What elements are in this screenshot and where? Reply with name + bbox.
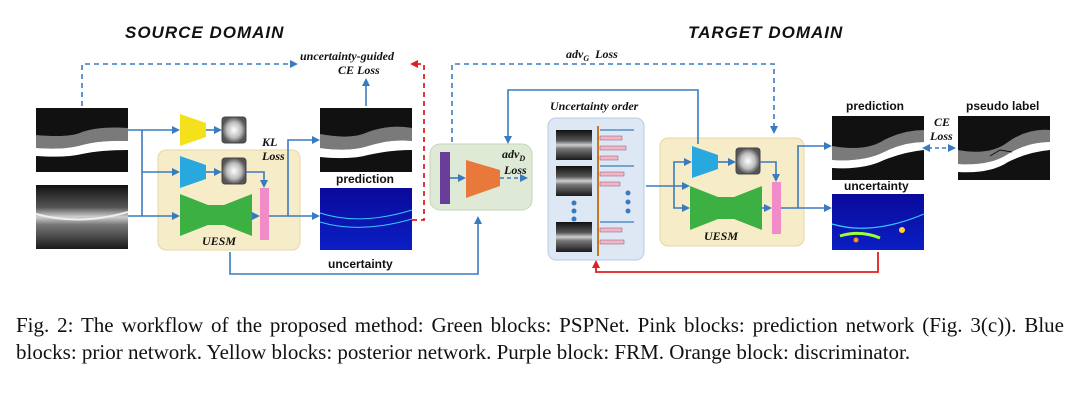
kl-label: KL (261, 135, 277, 149)
red-arrow-target (592, 252, 879, 273)
uesm-label-target: UESM (704, 229, 738, 243)
ranking-bars (599, 135, 627, 245)
uncertainty-guided-label: uncertainty-guided (300, 49, 395, 63)
pspnet-block-target (690, 186, 762, 230)
uncertainty-label-target: uncertainty (844, 179, 909, 193)
prior-output (221, 157, 247, 185)
blue-dashed-arrow-source (81, 60, 298, 106)
ce-loss-label-target: Loss (929, 129, 953, 143)
posterior-output (221, 116, 247, 144)
ranked-target-images (556, 130, 592, 252)
pspnet-block-source (180, 194, 252, 236)
figure-caption: Fig. 2: The workflow of the proposed met… (16, 313, 1064, 364)
uesm-label-source: UESM (202, 234, 236, 248)
prediction-network-target (772, 182, 781, 234)
ranking-lines (600, 129, 634, 223)
frm-block (440, 152, 450, 204)
prior-output-target (735, 147, 761, 175)
posterior-network-block (180, 114, 206, 146)
adv-d-label: advD (502, 147, 525, 163)
source-uncertainty-image (319, 188, 413, 250)
source-prediction-image (320, 108, 412, 172)
prediction-network-source (260, 188, 269, 240)
discriminator-block (466, 160, 500, 198)
red-dashed-arrow-source (410, 60, 425, 221)
ranking-dots (571, 190, 631, 222)
kl-loss-label: Loss (261, 149, 285, 163)
target-domain-heading: TARGET DOMAIN (688, 23, 843, 42)
source-domain-heading: SOURCE DOMAIN (125, 23, 284, 42)
uncertainty-label-source: uncertainty (328, 257, 393, 271)
target-arrows (504, 89, 832, 212)
uncertainty-order-label: Uncertainty order (550, 99, 639, 113)
adv-g-dashed-arrow (451, 63, 778, 142)
source-arrows (128, 78, 482, 275)
prediction-label-source: prediction (336, 172, 394, 186)
target-uncertainty-image (831, 194, 925, 250)
adv-d-loss-label: Loss (503, 163, 527, 177)
prior-network-block (180, 156, 206, 188)
ce-loss-top-label: CE Loss (338, 63, 380, 77)
source-label-image (36, 108, 128, 172)
target-prediction-image (832, 116, 924, 180)
ce-label-target: CE (934, 115, 950, 129)
pseudo-label-image (958, 116, 1050, 180)
prior-network-block-target (692, 146, 718, 178)
pseudo-label-label: pseudo label (966, 99, 1039, 113)
prediction-label-target: prediction (846, 99, 904, 113)
source-oct-image (35, 185, 129, 249)
workflow-diagram: SOURCE DOMAIN TARGET DOMAIN UESM KL Loss… (35, 23, 1050, 275)
